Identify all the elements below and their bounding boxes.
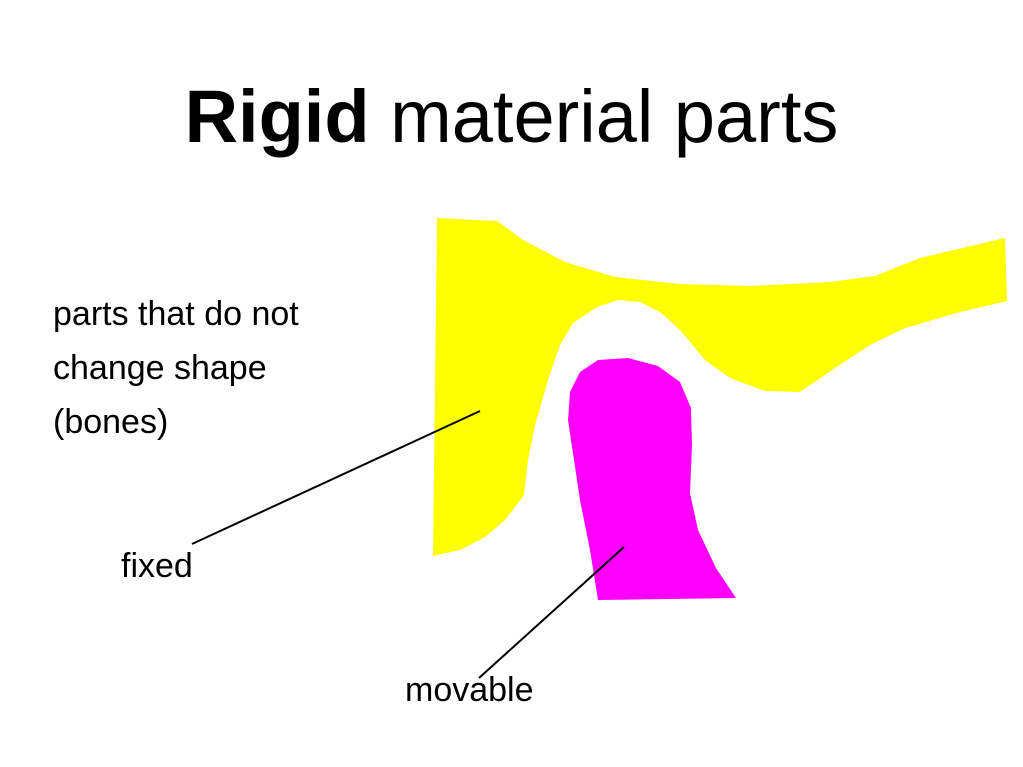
title-bold-word: Rigid	[184, 75, 370, 158]
movable-bone-shape	[568, 358, 736, 600]
rigid-parts-description: parts that do not change shape (bones)	[53, 295, 299, 441]
movable-leader-line	[478, 546, 625, 679]
fixed-bone-shape	[433, 218, 1007, 556]
fixed-label: fixed	[121, 547, 193, 585]
fixed-leader-line	[191, 410, 481, 545]
movable-label: movable	[405, 671, 534, 709]
slide-title: Rigid material parts	[0, 72, 1023, 162]
title-rest: material parts	[369, 75, 839, 158]
